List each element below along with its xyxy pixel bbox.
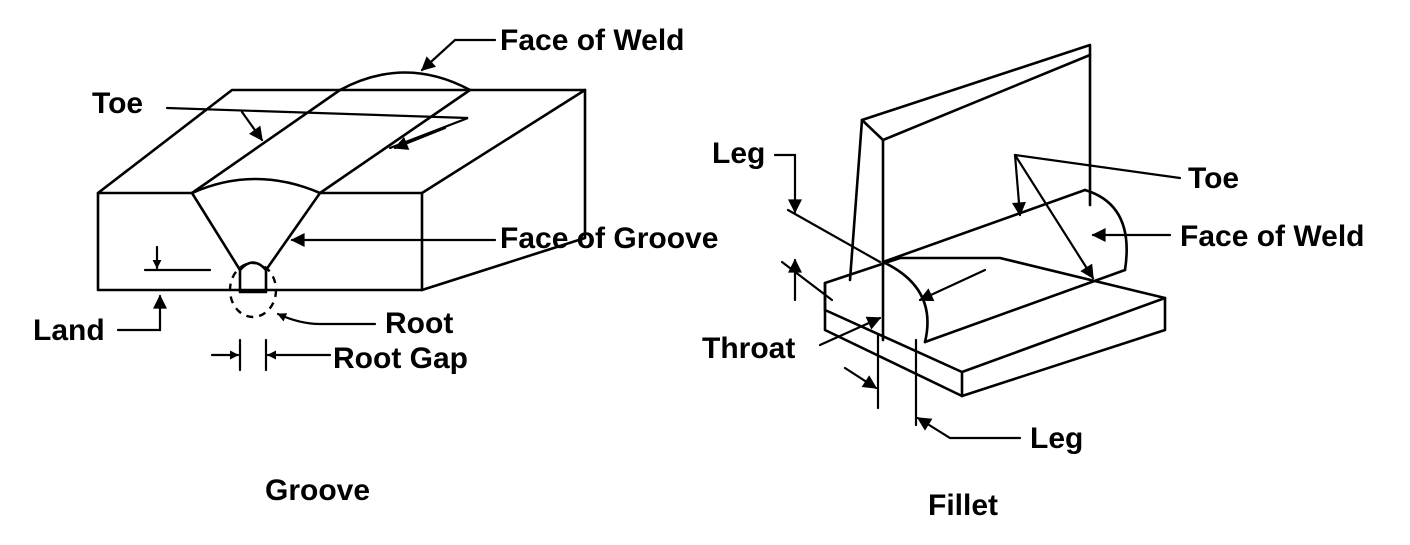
groove-label-root: Root: [385, 307, 453, 340]
groove-weld-drawing: [96, 38, 587, 372]
groove-label-face-of-groove: Face of Groove: [500, 222, 718, 255]
groove-label-root-gap: Root Gap: [333, 342, 468, 375]
fillet-caption: Fillet: [928, 489, 998, 522]
groove-label-toe: Toe: [92, 87, 143, 120]
groove-label-face-of-weld: Face of Weld: [500, 24, 684, 57]
fillet-weld-drawing: [773, 43, 1182, 440]
fillet-label-leg-bottom: Leg: [1030, 422, 1083, 455]
fillet-label-leg-top: Leg: [712, 137, 765, 170]
fillet-label-throat: Throat: [702, 332, 795, 365]
fillet-label-toe: Toe: [1188, 162, 1239, 195]
groove-caption: Groove: [265, 474, 370, 507]
fillet-label-face-of-weld: Face of Weld: [1180, 220, 1364, 253]
groove-label-land: Land: [33, 314, 105, 347]
